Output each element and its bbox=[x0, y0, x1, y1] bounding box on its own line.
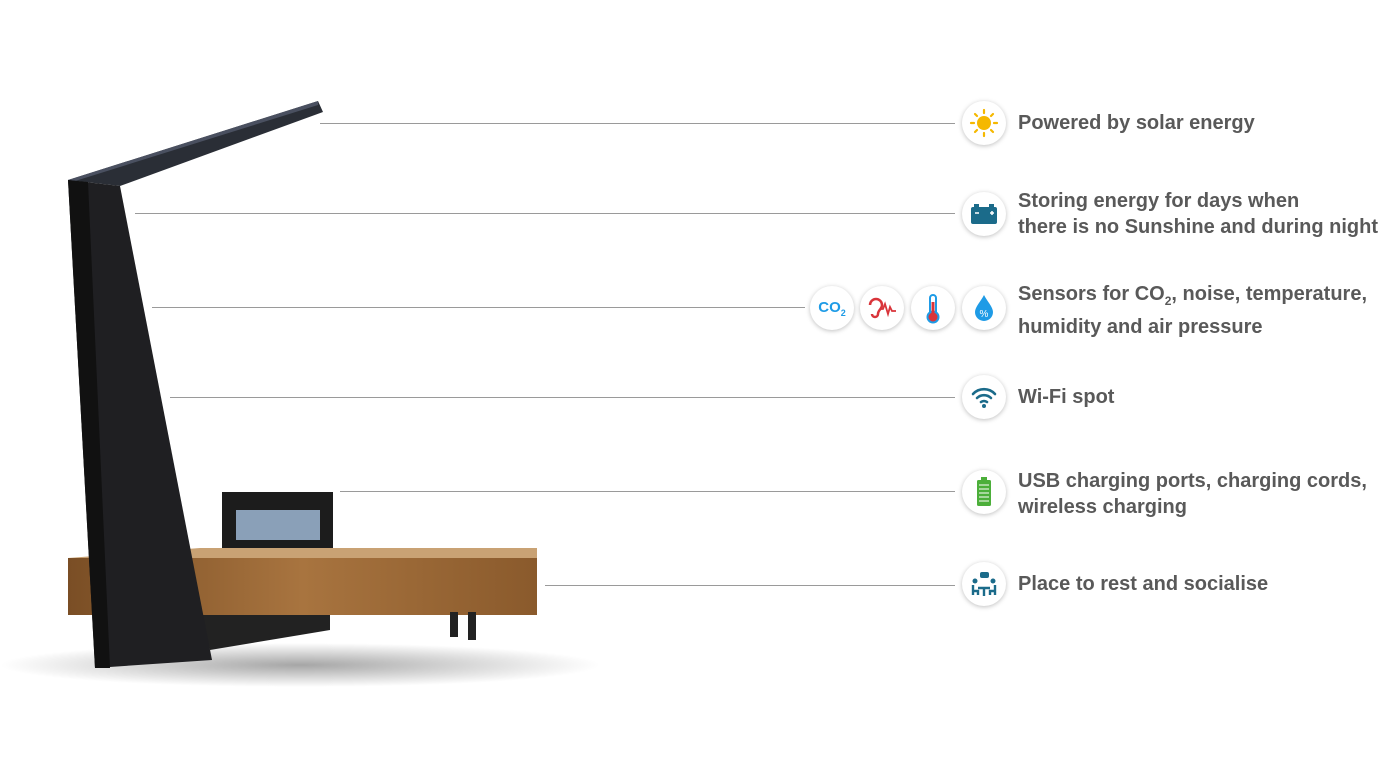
battery-storage-icon bbox=[962, 192, 1006, 236]
feature-text: , noise, temperature, bbox=[1171, 283, 1368, 305]
smart-bench-illustration bbox=[0, 101, 600, 687]
feature-wifi: Wi-Fi spot bbox=[1018, 384, 1114, 410]
feature-socialise: Place to rest and socialise bbox=[1018, 571, 1268, 597]
thermometer-icon bbox=[911, 286, 955, 330]
feature-charging: USB charging ports, charging cords, wirel… bbox=[1018, 468, 1367, 520]
connector-line bbox=[170, 397, 955, 398]
co2-subscript: 2 bbox=[1164, 294, 1172, 308]
feature-text: humidity and air pressure bbox=[1018, 316, 1263, 338]
charging-battery-icon bbox=[962, 470, 1006, 514]
humidity-percent: % bbox=[980, 309, 989, 320]
wifi-icon bbox=[962, 375, 1006, 419]
connector-line bbox=[135, 213, 955, 214]
co2-label: CO bbox=[818, 298, 841, 316]
feature-storage: Storing energy for days when there is no … bbox=[1018, 188, 1378, 240]
feature-text: wireless charging bbox=[1018, 496, 1187, 518]
noise-sensor-icon bbox=[860, 286, 904, 330]
feature-text: Storing energy for days when bbox=[1018, 190, 1300, 212]
feature-text: Wi-Fi spot bbox=[1018, 386, 1115, 408]
connector-line bbox=[340, 491, 955, 492]
connector-line bbox=[545, 585, 955, 586]
feature-sensors: Sensors for CO2, noise, temperature, humi… bbox=[1018, 281, 1367, 340]
feature-text: Powered by solar energy bbox=[1018, 112, 1255, 134]
sun-icon bbox=[962, 101, 1006, 145]
co2-sensor-icon: CO2 bbox=[810, 286, 854, 330]
connector-line bbox=[320, 123, 955, 124]
people-talking-icon bbox=[962, 562, 1006, 606]
connector-line bbox=[152, 307, 805, 308]
feature-text: Sensors for CO bbox=[1018, 283, 1165, 305]
humidity-icon: % bbox=[962, 286, 1006, 330]
feature-text: there is no Sunshine and during night bbox=[1018, 216, 1378, 238]
feature-text: Place to rest and socialise bbox=[1018, 573, 1269, 595]
feature-solar: Powered by solar energy bbox=[1018, 110, 1255, 136]
feature-text: USB charging ports, charging cords, bbox=[1018, 470, 1367, 492]
shadow bbox=[0, 643, 600, 687]
co2-subscript: 2 bbox=[840, 307, 846, 318]
